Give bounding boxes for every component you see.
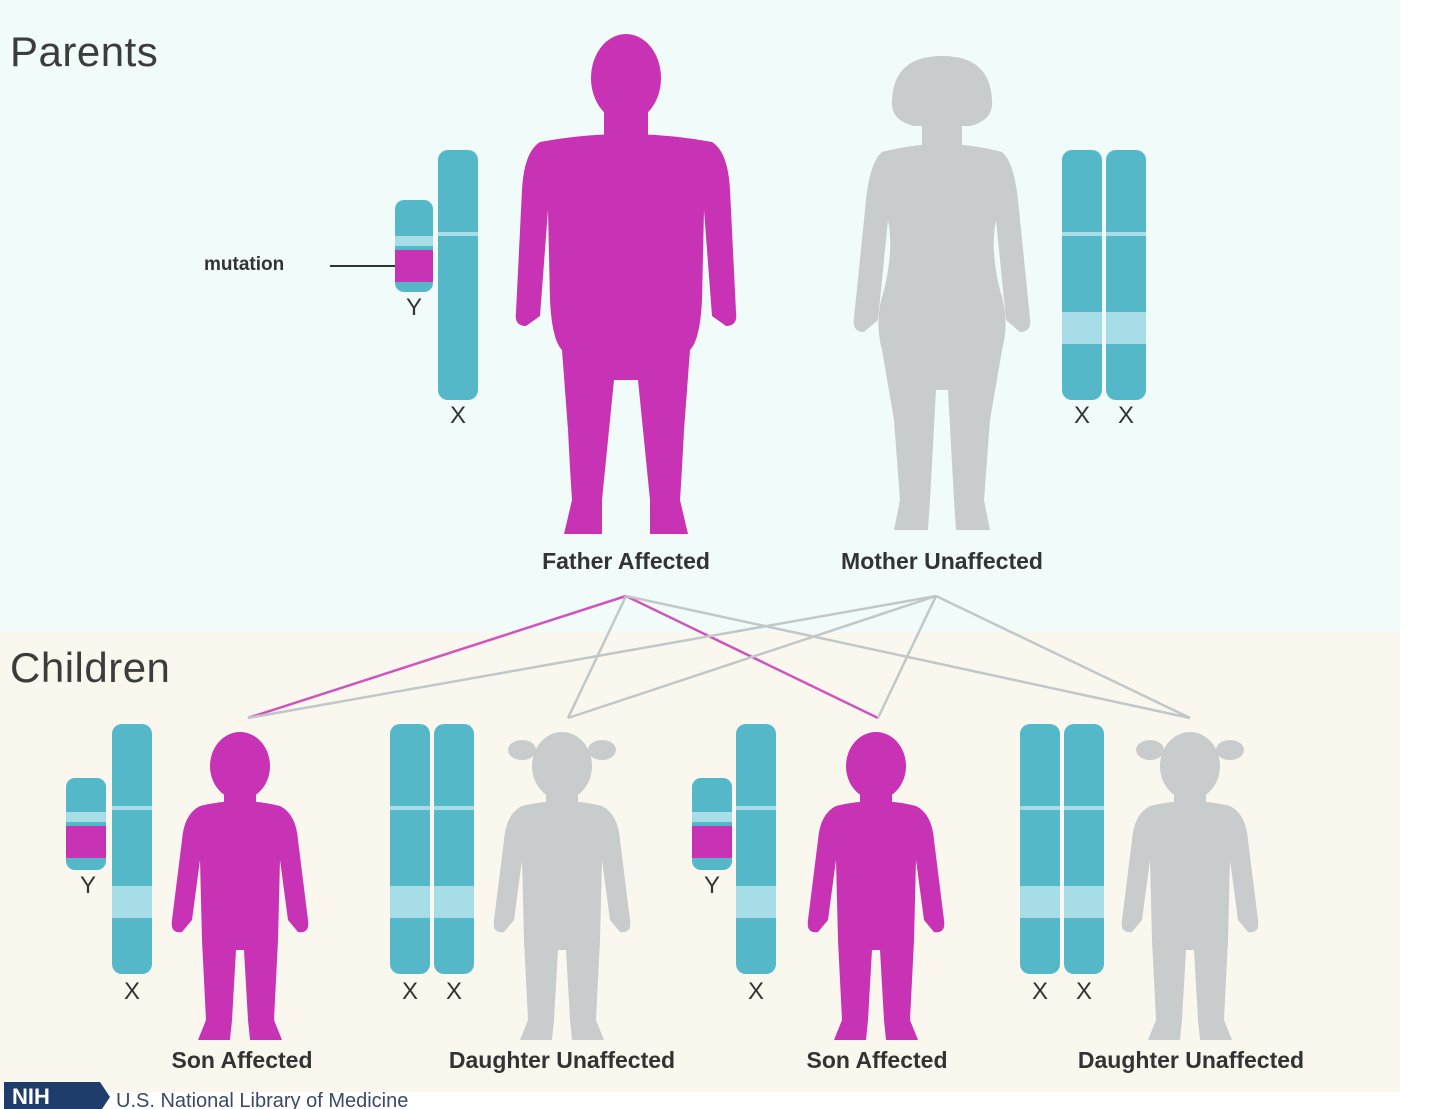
adult-male-silhouette-icon [515,34,737,534]
chromosome-icon [66,778,106,870]
boy-silhouette-icon [807,732,945,1040]
child-4-label: Daughter Unaffected [1077,1047,1305,1073]
father-y-label: Y [405,294,423,321]
line-mother-to-son-2 [876,595,938,719]
child-1-label: Son Affected [171,1047,313,1073]
child-1-y-label: Y [79,872,97,899]
adult-female-silhouette-icon [853,56,1031,530]
chromosome-icon [1106,150,1146,400]
line-mother-to-daughter-2 [935,594,1191,720]
child-3-x-label: X [747,978,765,1005]
source-credit: U.S. National Library of Medicine [116,1090,409,1109]
child-4-chromosomes [1020,724,1104,974]
boy-silhouette-icon [171,732,309,1040]
mutation-label: mutation [204,254,285,275]
mother-label: Mother Unaffected [841,548,1043,574]
mother-chromosomes [1062,150,1146,400]
line-father-to-son-1 [247,594,627,720]
mutation-band [692,826,732,858]
footer: NIH U.S. National Library of Medicine [0,1080,700,1109]
child-4-x-label-2: X [1075,978,1093,1005]
chromosome-icon [395,200,433,292]
child-3-chromosomes [692,724,776,974]
child-2-chromosomes [390,724,474,974]
chromosome-icon [1062,150,1102,400]
child-2-x-label-1: X [401,978,419,1005]
parents-title: Parents [10,28,159,75]
girl-silhouette-icon [1121,732,1259,1040]
father-x-label: X [449,402,467,429]
mother-x-label-1: X [1073,402,1091,429]
chromosome-icon [692,778,732,870]
chromosome-icon [736,724,776,974]
chromosome-icon [112,724,152,974]
child-3-label: Son Affected [806,1047,948,1073]
inheritance-lines [247,594,1191,720]
child-2-x-label-2: X [445,978,463,1005]
line-mother-to-son-1 [247,594,937,720]
child-4-x-label-1: X [1031,978,1049,1005]
chromosome-icon [438,150,478,400]
nih-logo-arrow-icon [100,1082,110,1109]
chromosome-icon [434,724,474,974]
child-3-y-label: Y [703,872,721,899]
father-chromosomes [330,150,478,400]
mother-x-label-2: X [1117,402,1135,429]
child-1-chromosomes [66,724,152,974]
child-2-label: Daughter Unaffected [448,1047,676,1073]
girl-silhouette-icon [493,732,631,1040]
nih-logo: NIH [4,1082,100,1109]
child-1-x-label: X [123,978,141,1005]
father-label: Father Affected [542,548,710,574]
mutation-band [395,250,433,282]
chromosome-icon [1064,724,1104,974]
chromosome-icon [1020,724,1060,974]
chromosome-icon [390,724,430,974]
children-title: Children [10,644,171,691]
mutation-band [66,826,106,858]
line-mother-to-daughter-1 [567,594,937,720]
